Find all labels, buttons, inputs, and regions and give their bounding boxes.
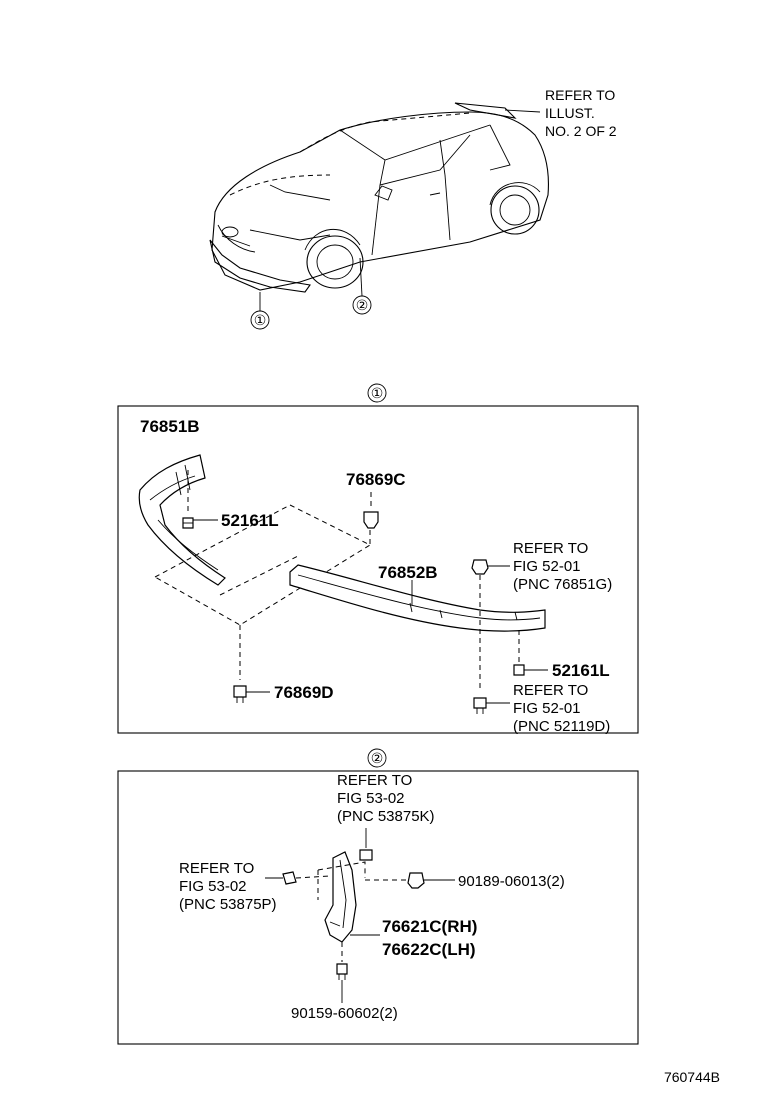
car-overview-illustration (209, 102, 549, 311)
screw-90159-60602 (336, 963, 348, 980)
svg-text:①: ① (254, 313, 267, 329)
bolt-76869D (233, 685, 247, 703)
section-1-marker: ① (367, 383, 387, 403)
label-76622C-LH[interactable]: 76622C(LH) (382, 940, 476, 959)
label-76869D[interactable]: 76869D (274, 683, 334, 702)
label-76869C[interactable]: 76869C (346, 470, 406, 489)
nut-refer-52-01-a (471, 559, 489, 575)
label-52161L-right[interactable]: 52161L (552, 661, 610, 680)
section-2-frame (117, 770, 639, 1045)
label-52161L-left[interactable]: 52161L (221, 511, 279, 530)
label-76621C-RH[interactable]: 76621C(RH) (382, 917, 477, 936)
part-76852B-shape (289, 564, 546, 632)
part-76621C-mudguard-shape (324, 851, 357, 943)
refer-left-line-2[interactable]: FIG 53-02 (179, 878, 247, 895)
refer-top-line-2[interactable]: FIG 53-02 (337, 790, 405, 807)
label-76851B[interactable]: 76851B (140, 417, 200, 436)
overview-refer-line-1: REFER TO (545, 87, 615, 103)
overview-refer-line-3: NO. 2 OF 2 (545, 123, 617, 139)
part-76851B-shape (138, 454, 226, 586)
section-2-marker: ② (367, 748, 387, 768)
refer-top-line-3: (PNC 53875K) (337, 808, 435, 825)
refer-a-line-1: REFER TO (513, 540, 588, 557)
svg-text:①: ① (371, 386, 384, 402)
clip-90189-06013 (407, 872, 425, 889)
label-90189-06013[interactable]: 90189-06013(2) (458, 873, 565, 890)
refer-b-line-1: REFER TO (513, 682, 588, 699)
label-90159-60602[interactable]: 90159-60602(2) (291, 1005, 398, 1022)
overview-refer-line-2: ILLUST. (545, 105, 595, 121)
label-76852B[interactable]: 76852B (378, 563, 438, 582)
screw-refer-53875P (282, 871, 297, 885)
bolt-refer-52-01-b (473, 697, 487, 714)
refer-b-line-2[interactable]: FIG 52-01 (513, 700, 581, 717)
screw-52161L-left (182, 517, 194, 529)
refer-top-line-1: REFER TO (337, 772, 412, 789)
refer-a-line-2[interactable]: FIG 52-01 (513, 558, 581, 575)
refer-left-line-3: (PNC 53875P) (179, 896, 277, 913)
svg-text:②: ② (371, 751, 384, 767)
clip-76869C (363, 511, 379, 529)
section-1-frame (117, 405, 639, 734)
clip-refer-53875K (359, 849, 373, 861)
svg-text:②: ② (356, 298, 369, 314)
refer-left-line-1: REFER TO (179, 860, 254, 877)
overview-callout-1[interactable]: ① (250, 310, 270, 330)
refer-b-line-3: (PNC 52119D) (513, 718, 610, 735)
screw-52161L-right (513, 664, 525, 676)
figure-id: 760744B (664, 1069, 720, 1085)
overview-callout-2[interactable]: ② (352, 295, 372, 315)
refer-a-line-3: (PNC 76851G) (513, 576, 612, 593)
